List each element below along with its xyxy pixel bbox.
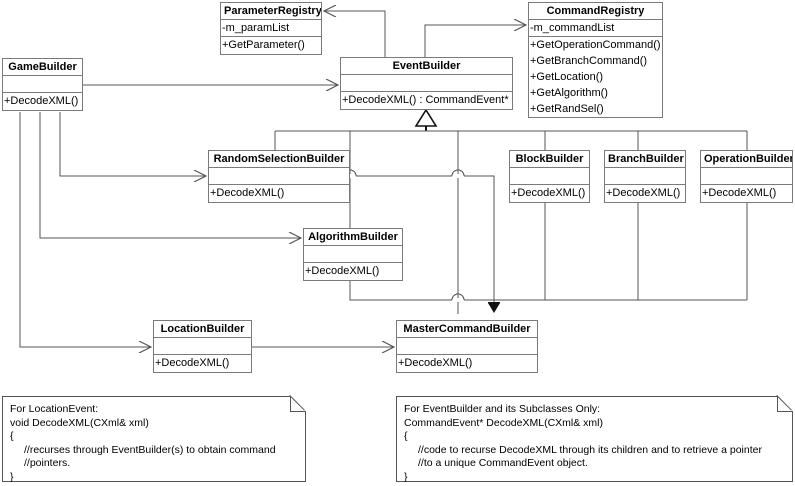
note-line: //to a unique CommandEvent object. xyxy=(418,457,588,470)
class-operations-algorithmbuilder: +DecodeXML() xyxy=(304,263,402,280)
class-attributes-locationbuilder xyxy=(154,338,251,355)
note-line: //pointers. xyxy=(24,457,71,470)
note-line: { xyxy=(404,430,408,443)
note-fold-corner-icon xyxy=(777,396,793,412)
attribute-row: -m_paramList xyxy=(222,22,290,34)
operation-row: +GetParameter() xyxy=(222,39,305,51)
wire-hop-rsb-2 xyxy=(451,169,465,177)
class-operations-operationbuilder: +DecodeXML() xyxy=(701,185,792,202)
class-attributes-eventbuilder xyxy=(341,75,512,92)
operation-row: +DecodeXML() xyxy=(511,187,586,199)
class-name-eventbuilder: EventBuilder xyxy=(341,58,512,75)
class-name-gamebuilder: GameBuilder xyxy=(3,59,82,76)
wire-hop-alg xyxy=(451,293,465,301)
class-name-parameterregistry: ParameterRegistry xyxy=(221,3,321,20)
class-name-commandregistry: CommandRegistry xyxy=(529,3,662,20)
class-box-gamebuilder[interactable]: GameBuilder +DecodeXML() xyxy=(2,58,83,111)
class-attributes-operationbuilder xyxy=(701,168,792,185)
class-operations-blockbuilder: +DecodeXML() xyxy=(510,185,589,202)
operation-row: +DecodeXML() xyxy=(606,187,681,199)
attribute-row: -m_commandList xyxy=(530,22,615,34)
operation-row: +GetLocation() xyxy=(530,71,604,83)
class-operations-randomselectionbuilder: +DecodeXML() xyxy=(209,185,349,202)
class-operations-branchbuilder: +DecodeXML() xyxy=(605,185,685,202)
wire-gamebuilder-algorithmbuilder xyxy=(39,112,301,238)
operation-row: +DecodeXML() : CommandEvent* xyxy=(342,94,509,106)
wire-eventbuilder-commandregistry xyxy=(424,25,526,57)
class-operations-parameterregistry: +GetParameter() xyxy=(221,37,321,54)
class-box-locationbuilder[interactable]: LocationBuilder +DecodeXML() xyxy=(153,320,252,373)
class-attributes-blockbuilder xyxy=(510,168,589,185)
class-attributes-gamebuilder xyxy=(3,76,82,93)
operation-row: +DecodeXML() xyxy=(398,357,473,369)
note-locationevent[interactable]: For LocationEvent: void DecodeXML(CXml& … xyxy=(2,396,306,483)
note-line: CommandEvent* DecodeXML(CXml& xml) xyxy=(404,416,603,429)
class-name-operationbuilder: OperationBuilder xyxy=(701,151,792,168)
class-box-randomselectionbuilder[interactable]: RandomSelectionBuilder +DecodeXML() xyxy=(208,150,350,203)
class-name-mastercommandbuilder: MasterCommandBuilder xyxy=(397,321,537,338)
class-name-algorithmbuilder: AlgorithmBuilder xyxy=(304,229,402,246)
generalization-triangle-icon xyxy=(414,108,438,127)
note-line: For LocationEvent: xyxy=(10,403,99,415)
wire-alg-out-a xyxy=(349,281,452,301)
class-name-branchbuilder: BranchBuilder xyxy=(605,151,685,168)
class-box-commandregistry[interactable]: CommandRegistry -m_commandList +GetOpera… xyxy=(528,2,663,118)
class-attributes-parameterregistry: -m_paramList xyxy=(221,20,321,37)
class-box-algorithmbuilder[interactable]: AlgorithmBuilder +DecodeXML() xyxy=(303,228,403,281)
operation-row: +DecodeXML() xyxy=(305,265,380,277)
class-name-randomselectionbuilder: RandomSelectionBuilder xyxy=(209,151,349,168)
class-name-locationbuilder: LocationBuilder xyxy=(154,321,251,338)
class-attributes-algorithmbuilder xyxy=(304,246,402,263)
note-line: { xyxy=(10,430,14,443)
operation-row: +DecodeXML() xyxy=(4,95,79,107)
note-fold-corner-icon xyxy=(290,396,306,412)
operation-row: +DecodeXML() xyxy=(210,187,285,199)
class-operations-locationbuilder: +DecodeXML() xyxy=(154,355,251,372)
class-box-operationbuilder[interactable]: OperationBuilder +DecodeXML() xyxy=(700,150,793,203)
class-attributes-mastercommandbuilder xyxy=(397,338,537,355)
class-box-branchbuilder[interactable]: BranchBuilder +DecodeXML() xyxy=(604,150,686,203)
note-line: } xyxy=(404,470,408,483)
note-eventbuilder[interactable]: For EventBuilder and its Subclasses Only… xyxy=(396,396,793,483)
note-line: //code to recurse DecodeXML through its … xyxy=(418,443,762,456)
operation-row: +GetOperationCommand() xyxy=(530,39,661,51)
note-line: //recurses through EventBuilder(s) to ob… xyxy=(24,443,276,456)
wire-eventbuilder-parameterregistry xyxy=(324,11,386,57)
class-attributes-randomselectionbuilder xyxy=(209,168,349,185)
note-line: } xyxy=(10,470,14,483)
operation-row: +GetBranchCommand() xyxy=(530,55,648,67)
class-box-mastercommandbuilder[interactable]: MasterCommandBuilder +DecodeXML() xyxy=(396,320,538,373)
class-operations-mastercommandbuilder: +DecodeXML() xyxy=(397,355,537,372)
wire-gamebuilder-locationbuilder xyxy=(19,112,151,347)
wire-rsb-mastercommandbuilder xyxy=(464,175,494,312)
class-operations-commandregistry: +GetOperationCommand() +GetBranchCommand… xyxy=(529,37,662,117)
class-name-blockbuilder: BlockBuilder xyxy=(510,151,589,168)
class-box-parameterregistry[interactable]: ParameterRegistry -m_paramList +GetParam… xyxy=(220,2,322,55)
class-attributes-commandregistry: -m_commandList xyxy=(529,20,662,37)
class-attributes-branchbuilder xyxy=(605,168,685,185)
wire-gamebuilder-randomselectionbuilder xyxy=(59,112,206,176)
note-line: void DecodeXML(CXml& xml) xyxy=(10,416,149,429)
class-operations-eventbuilder: +DecodeXML() : CommandEvent* xyxy=(341,92,512,109)
operation-row: +DecodeXML() xyxy=(702,187,777,199)
operation-row: +DecodeXML() xyxy=(155,357,230,369)
class-box-blockbuilder[interactable]: BlockBuilder +DecodeXML() xyxy=(509,150,590,203)
class-box-eventbuilder[interactable]: EventBuilder +DecodeXML() : CommandEvent… xyxy=(340,57,513,110)
operation-row: +GetRandSel() xyxy=(530,103,604,115)
operation-row: +GetAlgorithm() xyxy=(530,87,608,99)
note-line: For EventBuilder and its Subclasses Only… xyxy=(404,403,601,415)
class-operations-gamebuilder: +DecodeXML() xyxy=(3,93,82,110)
